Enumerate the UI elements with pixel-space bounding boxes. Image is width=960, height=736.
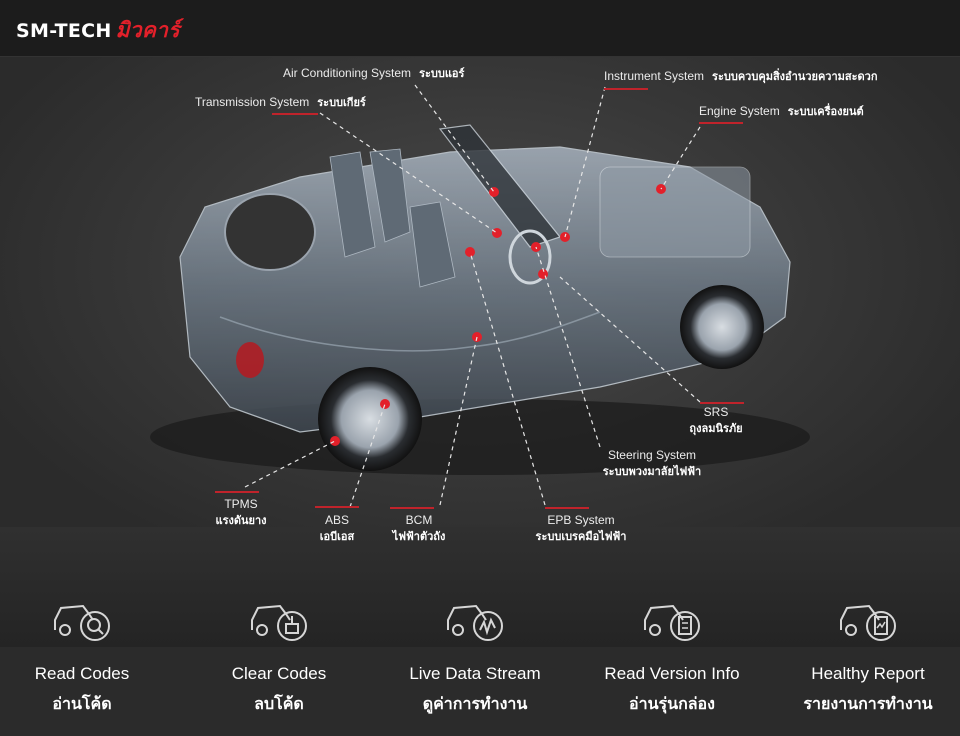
feature-label-th: อ่านรุ่นกล่อง (629, 694, 715, 713)
feature-read-codes[interactable]: Read Codes อ่านโค้ด (0, 600, 178, 717)
car-magnifier-icon (54, 604, 110, 641)
floor-shadow (0, 527, 960, 647)
callout-label-th: ระบบพวงมาลัยไฟฟ้า (602, 466, 702, 478)
callout-label-en: BCM (405, 513, 433, 527)
car-report-icon (840, 604, 896, 641)
car-diagram-area (0, 57, 960, 647)
callout-underline (699, 122, 743, 124)
callout-bcm: BCM ไฟฟ้าตัวถัง (383, 512, 455, 546)
feature-label-en: Live Data Stream (409, 664, 541, 683)
callout-srs: SRS ถุงลมนิรภัย (676, 404, 756, 438)
callout-underline (315, 506, 359, 508)
callout-label-th: ระบบควบคุมสิ่งอำนวยความสะดวก (712, 71, 878, 83)
callout-label-en: Instrument System (604, 69, 705, 83)
car-document-icon (644, 604, 700, 641)
callout-label-en: Steering System (607, 448, 697, 462)
callout-transmission: Transmission System ระบบเกียร์ (195, 94, 366, 112)
feature-label-en: Healthy Report (811, 664, 925, 683)
feature-clear-codes[interactable]: Clear Codes ลบโค้ด (183, 600, 375, 717)
brand-name-th: มิวคาร์ (115, 18, 180, 42)
callout-underline (215, 491, 259, 493)
feature-label-th: ลบโค้ด (254, 694, 304, 713)
car-brush-icon (251, 604, 307, 641)
callout-label-th: ระบบเครื่องยนต์ (787, 106, 864, 118)
callout-label-en: Air Conditioning System (283, 66, 412, 80)
callout-tpms: TPMS แรงดันยาง (203, 496, 279, 530)
callout-underline (545, 507, 589, 509)
callout-underline (604, 88, 648, 90)
callout-label-en: Engine System (699, 104, 780, 118)
callout-label-en: Transmission System (195, 95, 310, 109)
feature-label-th: ดูค่าการทำงาน (422, 694, 528, 713)
callout-steering: Steering System ระบบพวงมาลัยไฟฟ้า (592, 447, 712, 481)
feature-label-en: Clear Codes (231, 664, 327, 683)
callout-underline (390, 507, 434, 509)
feature-healthy-report[interactable]: Healthy Report รายงานการทำงาน (772, 600, 960, 717)
callout-label-th: แรงดันยาง (215, 515, 267, 527)
callout-label-th: ระบบแอร์ (419, 68, 465, 80)
callout-underline (272, 113, 318, 115)
car-xray-illustration (150, 84, 810, 508)
callout-label-th: ถุงลมนิรภัย (689, 423, 743, 435)
callout-label-th: ระบบเกียร์ (317, 97, 366, 109)
callout-label-en: SRS (703, 405, 729, 419)
callout-epb: EPB System ระบบเบรคมือไฟฟ้า (515, 512, 647, 546)
callout-label-en: TPMS (224, 497, 258, 511)
feature-label-th: อ่านโค้ด (52, 694, 112, 713)
feature-read-version-info[interactable]: Read Version Info อ่านรุ่นกล่อง (576, 600, 768, 717)
callout-label-th: เอบีเอส (319, 531, 355, 543)
callout-label-en: EPB System (547, 513, 615, 527)
car-waveform-icon (447, 604, 503, 641)
callout-engine: Engine System ระบบเครื่องยนต์ (699, 103, 864, 121)
callout-underline (700, 402, 744, 404)
feature-live-data-stream[interactable]: Live Data Stream ดูค่าการทำงาน (379, 600, 571, 717)
feature-label-en: Read Codes (34, 664, 130, 683)
callout-instrument: Instrument System ระบบควบคุมสิ่งอำนวยความ… (604, 68, 878, 86)
feature-label-th: รายงานการทำงาน (803, 694, 933, 713)
feature-label-en: Read Version Info (604, 664, 740, 683)
callout-air-conditioning: Air Conditioning System ระบบแอร์ (283, 65, 464, 83)
callout-abs: ABS เอบีเอส (305, 512, 369, 546)
callout-label-th: ระบบเบรคมือไฟฟ้า (535, 531, 627, 543)
callout-label-en: ABS (324, 513, 349, 527)
callout-label-th: ไฟฟ้าตัวถัง (392, 531, 446, 543)
brand-name-en: SM-TECH (16, 20, 112, 42)
